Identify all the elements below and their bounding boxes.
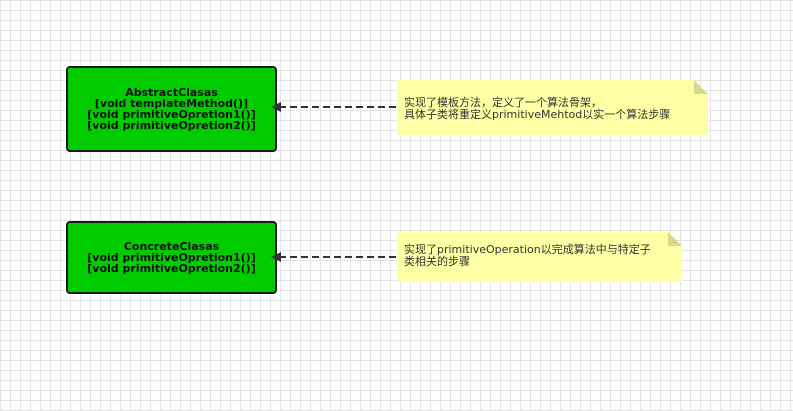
concrete-class-note[interactable]: 实现了primitiveOperation以完成算法中与特定子 类相关的步骤 (397, 232, 682, 282)
concrete-class-node[interactable]: ConcreteClasas [void primitiveOpretion1(… (66, 221, 277, 294)
note-text-line: 实现了模板方法，定义了一个算法骨架， (404, 96, 602, 109)
note-text-line: 实现了primitiveOperation以完成算法中与特定子 (404, 243, 651, 256)
concrete-class-method: [void primitiveOpretion1()] (87, 251, 256, 264)
abstract-class-method: [void primitiveOpretion2()] (87, 119, 256, 132)
concrete-class-method: [void primitiveOpretion2()] (87, 262, 256, 275)
note-text-line: 具体子类将重定义primitiveMehtod以实一个算法步骤 (404, 108, 671, 121)
abstract-class-method: [void primitiveOpretion1()] (87, 108, 256, 121)
abstract-class-note[interactable]: 实现了模板方法，定义了一个算法骨架， 具体子类将重定义primitiveMeht… (397, 80, 708, 136)
abstract-class-name: AbstractClasas (125, 86, 218, 99)
abstract-class-node[interactable]: AbstractClasas [void templateMethod()] [… (66, 66, 277, 152)
abstract-class-method: [void templateMethod()] (94, 97, 249, 110)
concrete-class-name: ConcreteClasas (123, 240, 220, 253)
note-text-line: 类相关的步骤 (404, 255, 470, 268)
